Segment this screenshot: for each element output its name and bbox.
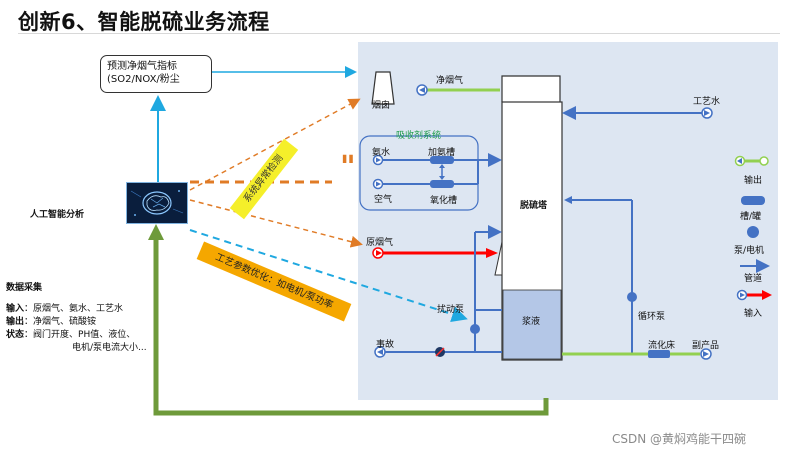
legend-pump-label: 泵/电机 bbox=[734, 246, 765, 256]
input-value: ：原烟气、氨水、工艺水 bbox=[24, 304, 124, 314]
clean-gas-label: 净烟气 bbox=[436, 76, 464, 86]
fluid-bed-icon bbox=[648, 350, 670, 358]
circ-pump-icon bbox=[627, 292, 637, 302]
ammonia-label: 氨水 bbox=[372, 148, 391, 158]
status-value: ：阀门开度、PH值、液位、 bbox=[24, 330, 136, 340]
slurry-section bbox=[502, 289, 562, 360]
feedback-arrow-head bbox=[148, 224, 164, 240]
raw-gas-label: 原烟气 bbox=[366, 238, 394, 248]
feedback-loop bbox=[153, 236, 549, 416]
ai-analysis-label: 人工智能分析 bbox=[30, 210, 85, 220]
fluid-bed-label: 流化床 bbox=[648, 341, 676, 351]
legend-pipe-label: 管道 bbox=[744, 274, 763, 284]
legend bbox=[734, 155, 772, 301]
title-divider bbox=[18, 33, 780, 34]
orange-quote-mark: " bbox=[340, 150, 356, 185]
oxidation-tank bbox=[430, 180, 454, 188]
air-label: 空气 bbox=[374, 195, 393, 205]
accident-label: 事故 bbox=[376, 340, 395, 350]
brain-icon bbox=[130, 190, 184, 216]
watermark: CSDN @黄焖鸡能干四碗 bbox=[612, 432, 747, 446]
status-label: 状态 bbox=[6, 330, 25, 340]
absorbent-system-label: 吸收剂系统 bbox=[396, 131, 442, 141]
tower-inlet-wedge bbox=[494, 241, 503, 276]
oxidation-tank-label: 氧化槽 bbox=[430, 196, 458, 206]
process-water-label: 工艺水 bbox=[693, 97, 721, 107]
rawgas-dash-line bbox=[189, 199, 363, 248]
byproduct-label: 副产品 bbox=[692, 341, 720, 351]
output-value: ：净烟气、硫酸铵 bbox=[24, 317, 97, 327]
status-value-2: 电机/泵电流大小... bbox=[72, 343, 147, 353]
legend-input-label: 输入 bbox=[744, 309, 763, 319]
legend-tank-icon bbox=[741, 196, 765, 205]
data-collection-heading: 数据采集 bbox=[6, 283, 43, 293]
disturb-pump-label: 扰动泵 bbox=[437, 305, 465, 315]
disturb-pump-icon bbox=[470, 324, 480, 334]
chimney-label: 烟囱 bbox=[372, 101, 391, 111]
predict-box: 预测净烟气指标 (SO2/NOX/粉尘 bbox=[100, 55, 212, 93]
predict-line1: 预测净烟气指标 bbox=[107, 61, 177, 72]
input-label: 输入 bbox=[6, 304, 25, 314]
data-collection-block: 数据采集 输入：原烟气、氨水、工艺水 输出：净烟气、硫酸铵 状态：阀门开度、PH… bbox=[6, 282, 147, 355]
slurry-label: 浆液 bbox=[522, 317, 541, 327]
chimney-shape bbox=[371, 71, 395, 105]
process-panel bbox=[358, 42, 778, 400]
tower-label: 脱硫塔 bbox=[520, 201, 548, 211]
legend-tank-label: 槽/罐 bbox=[740, 212, 762, 222]
circ-pump-label: 循环泵 bbox=[638, 312, 666, 322]
output-label: 输出 bbox=[6, 317, 25, 327]
ai-brain-image bbox=[126, 182, 188, 224]
chimney-dash-line bbox=[189, 98, 361, 191]
page-title: 创新6、智能脱硫业务流程 bbox=[18, 10, 270, 34]
legend-output-label: 输出 bbox=[744, 176, 763, 186]
predict-line2: (SO2/NOX/粉尘 bbox=[107, 74, 180, 85]
ammonia-tank-label: 加氨槽 bbox=[428, 148, 456, 158]
tower-top bbox=[501, 75, 561, 102]
ammonia-tank bbox=[430, 156, 454, 164]
legend-pump-icon bbox=[747, 226, 759, 238]
